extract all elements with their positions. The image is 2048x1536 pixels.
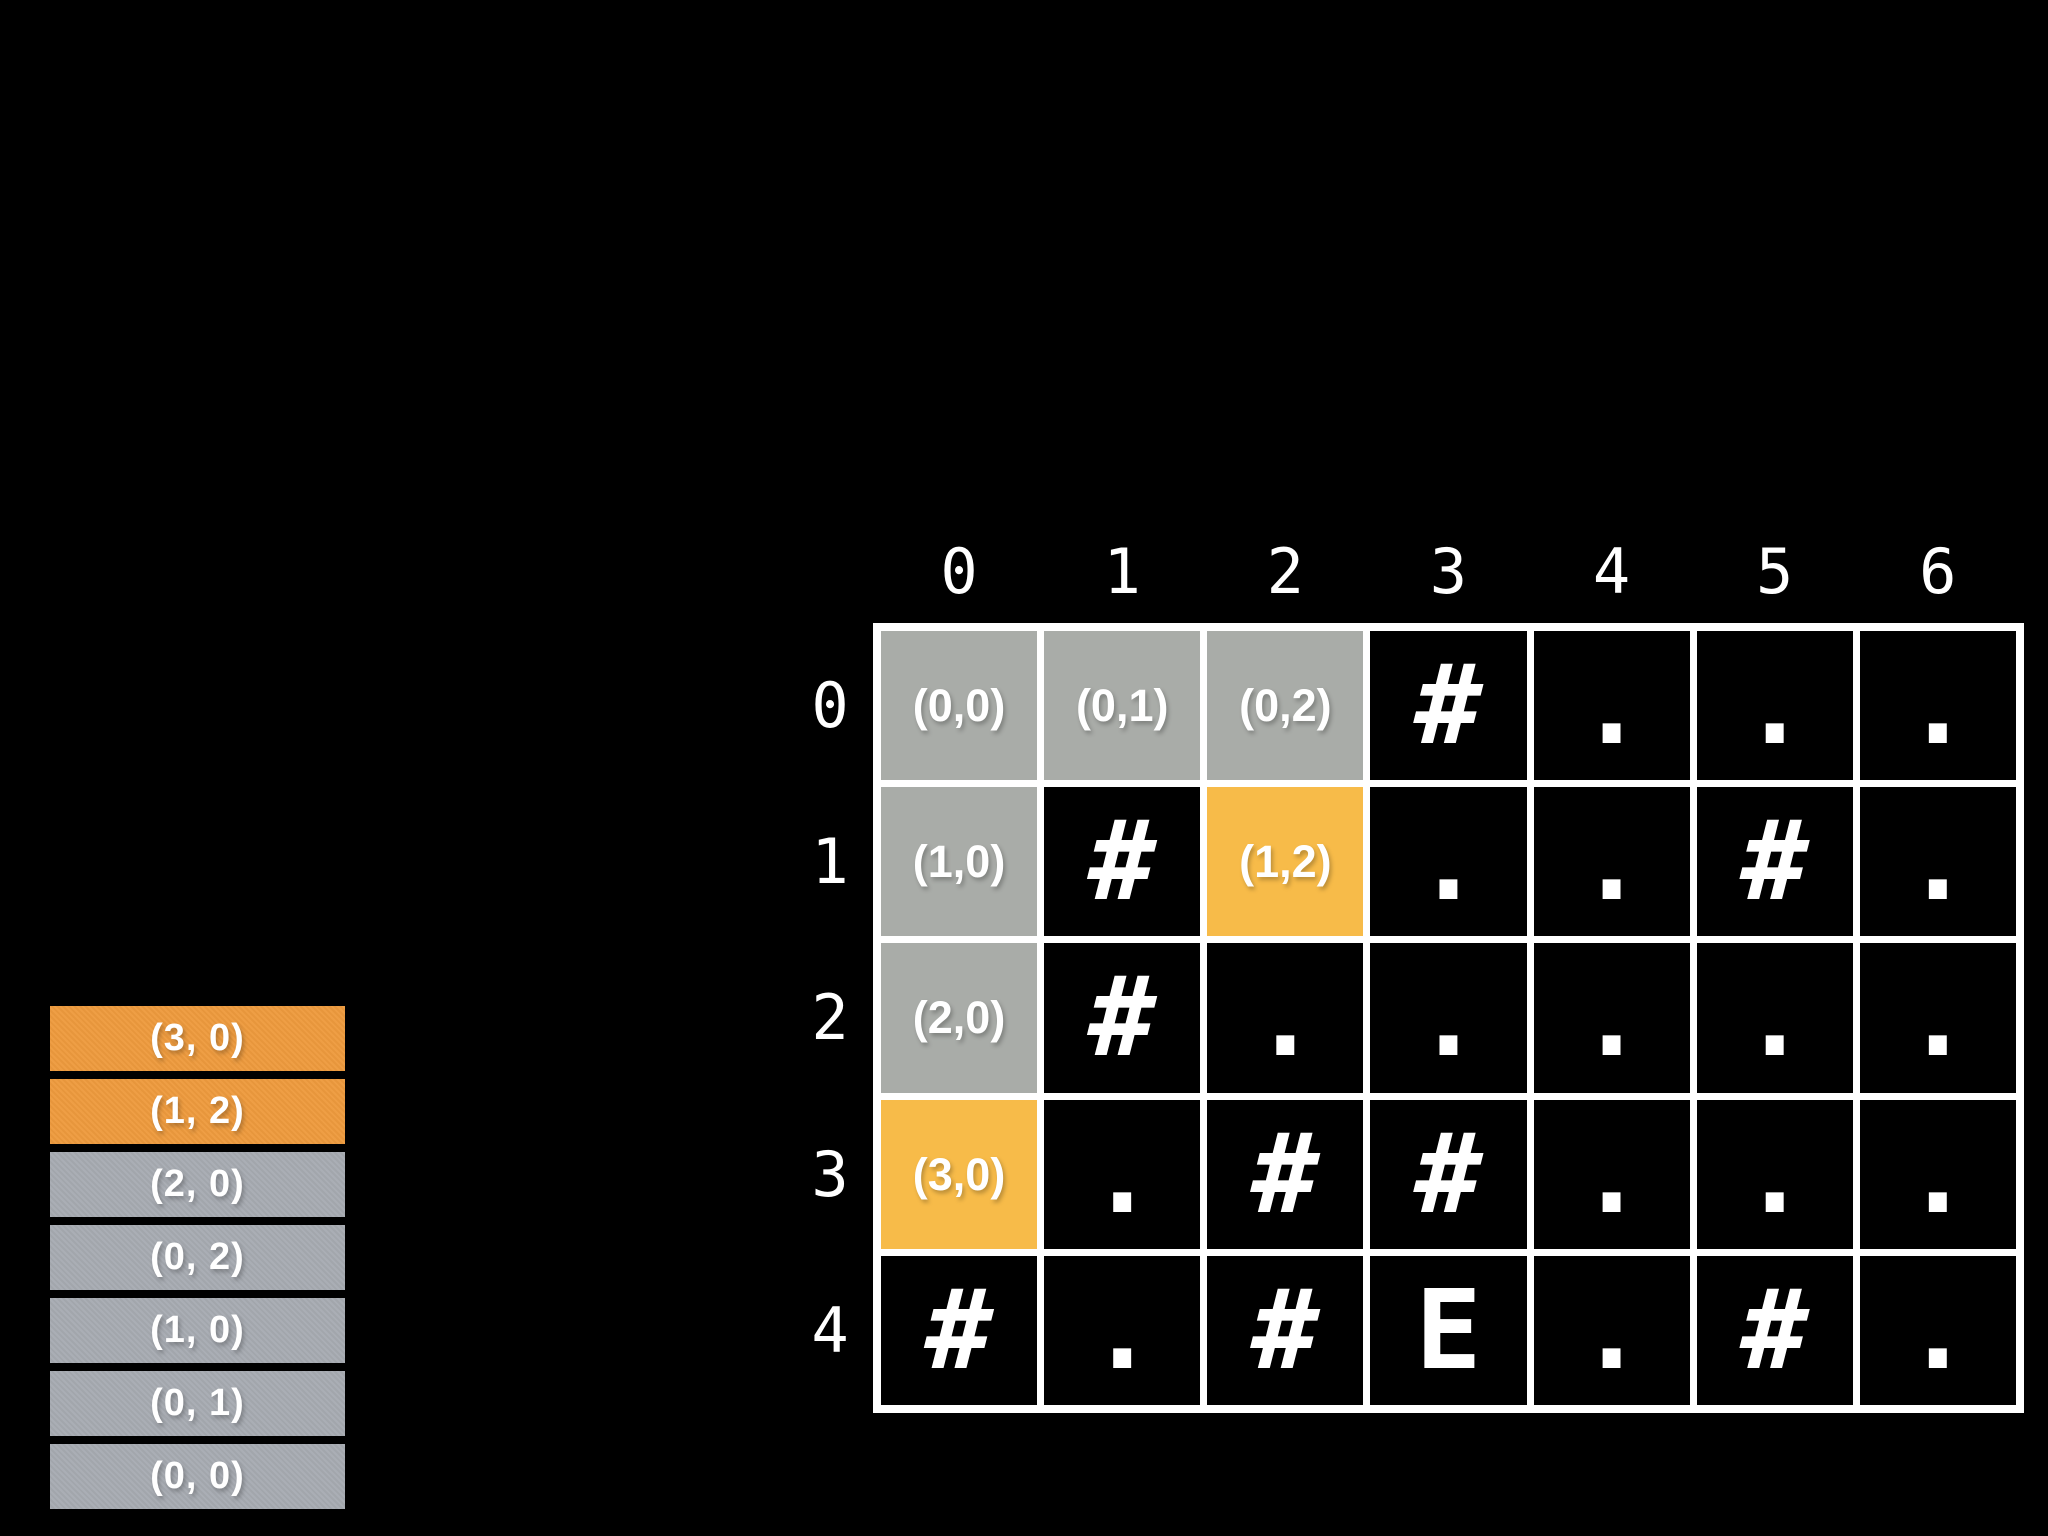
stack-item-label: (3, 0) [150, 1017, 245, 1059]
grid-cell-r4c2-wall: # [1207, 1255, 1364, 1405]
cell-text: # [1741, 1265, 1808, 1394]
row-header-3: 3 [811, 1137, 849, 1211]
grid-cell-r3c6-floor: . [1859, 1099, 2016, 1249]
grid-cell-r1c2-frontier: (1,2) [1207, 787, 1364, 937]
grid-cell-r0c4-floor: . [1533, 631, 1690, 781]
cell-text: . [1089, 1109, 1156, 1238]
col-header-3: 3 [1429, 535, 1468, 608]
stack-item-4: (1, 0) [50, 1298, 345, 1363]
stack-item-label: (0, 2) [150, 1236, 245, 1278]
cell-text: # [1741, 797, 1808, 926]
row-header-2: 2 [811, 981, 849, 1055]
stack-item-label: (0, 0) [150, 1455, 245, 1497]
grid-cell-r2c3-floor: . [1370, 943, 1527, 1093]
grid-cell-r2c5-floor: . [1696, 943, 1853, 1093]
maze-grid: (0,0) (0,1) (0,2) #... (1,0) # (1,2).. #. (2,0) #… [873, 623, 2024, 1413]
stack-item-2: (2, 0) [50, 1152, 345, 1217]
cell-text: (0,1) [1075, 680, 1169, 731]
cell-text: . [1741, 953, 1808, 1082]
cell-text: # [1415, 641, 1482, 769]
row-header-4: 4 [811, 1293, 849, 1367]
cell-text: . [1252, 953, 1319, 1082]
stack-item-label: (2, 0) [150, 1163, 245, 1205]
grid-cell-r4c4-floor: . [1533, 1255, 1690, 1405]
col-header-1: 1 [1103, 535, 1141, 608]
cell-text: (1,2) [1239, 836, 1332, 888]
grid-cell-r1c6-floor: . [1859, 787, 2016, 937]
grid-cell-r3c4-floor: . [1533, 1099, 1690, 1249]
cell-text: (0,2) [1239, 680, 1332, 731]
grid-cell-r2c2-floor: . [1207, 943, 1364, 1093]
cell-text: . [1578, 953, 1645, 1082]
row-header-0: 0 [811, 669, 849, 742]
grid-cell-r2c6-floor: . [1859, 943, 2016, 1093]
grid-cell-r0c3-wall: # [1370, 631, 1527, 781]
grid-cell-r2c4-floor: . [1533, 943, 1690, 1093]
grid-cell-r3c3-wall: # [1370, 1099, 1527, 1249]
cell-text: # [1415, 1109, 1482, 1238]
dfs-stack: (3, 0) (1, 2) (2, 0) (0, 2) (1, 0) (0, 1) (0, … [50, 1006, 345, 1509]
stack-item-0: (3, 0) [50, 1006, 345, 1071]
grid-cell-r0c1-visited: (0,1) [1044, 631, 1201, 781]
col-header-0: 0 [940, 535, 978, 608]
grid-cell-r2c1-wall: # [1044, 943, 1201, 1093]
stack-item-label: (1, 2) [150, 1090, 245, 1132]
cell-text: . [1904, 1109, 1972, 1238]
cell-text: (0,0) [912, 680, 1006, 731]
cell-text: . [1741, 641, 1808, 769]
grid-cell-r1c5-wall: # [1696, 787, 1853, 937]
cell-text: . [1578, 641, 1645, 769]
cell-text: # [1089, 953, 1156, 1082]
grid-cell-r3c5-floor: . [1696, 1099, 1853, 1249]
cell-text: . [1904, 641, 1972, 769]
cell-text: . [1741, 1109, 1808, 1238]
grid-cell-r4c0-wall: # [881, 1255, 1038, 1405]
grid-cell-r2c0-visited: (2,0) [881, 943, 1038, 1093]
cell-text: # [1252, 1109, 1319, 1238]
cell-text: . [1904, 797, 1972, 926]
grid-cell-r0c5-floor: . [1696, 631, 1853, 781]
grid-cell-r3c2-wall: # [1207, 1099, 1364, 1249]
grid-cell-r3c1-floor: . [1044, 1099, 1201, 1249]
cell-text: . [1578, 1109, 1645, 1238]
grid-cell-r1c4-floor: . [1533, 787, 1690, 937]
col-header-5: 5 [1756, 535, 1794, 608]
cell-text: (2,0) [912, 992, 1006, 1044]
cell-text: . [1415, 953, 1482, 1082]
col-header-6: 6 [1919, 535, 1957, 608]
cell-text: # [1089, 797, 1156, 926]
grid-cell-r4c3-exit: E [1370, 1255, 1527, 1405]
stack-item-1: (1, 2) [50, 1079, 345, 1144]
grid-cell-r1c0-visited: (1,0) [881, 787, 1038, 937]
stack-item-3: (0, 2) [50, 1225, 345, 1290]
row-header-1: 1 [811, 825, 849, 899]
grid-cell-r1c3-floor: . [1370, 787, 1527, 937]
cell-text: . [1904, 1265, 1972, 1394]
stack-item-6: (0, 0) [50, 1444, 345, 1509]
cell-text: . [1904, 953, 1972, 1082]
grid-cell-r3c0-frontier: (3,0) [881, 1099, 1038, 1249]
cell-text: # [925, 1265, 993, 1394]
stack-item-label: (0, 1) [150, 1382, 245, 1424]
grid-cell-r1c1-wall: # [1044, 787, 1201, 937]
grid-cell-r4c1-floor: . [1044, 1255, 1201, 1405]
cell-text: (3,0) [912, 1148, 1006, 1200]
cell-text: . [1089, 1265, 1156, 1394]
stack-item-label: (1, 0) [150, 1309, 245, 1351]
grid-cell-r0c0-visited: (0,0) [881, 631, 1038, 781]
cell-text: . [1578, 1265, 1645, 1394]
col-header-4: 4 [1592, 535, 1631, 608]
cell-text: (1,0) [912, 836, 1006, 888]
cell-text: . [1415, 797, 1482, 926]
cell-text: . [1578, 797, 1645, 926]
cell-text: E [1415, 1265, 1482, 1394]
stack-item-5: (0, 1) [50, 1371, 345, 1436]
cell-text: # [1252, 1265, 1319, 1394]
grid-cell-r4c6-floor: . [1859, 1255, 2016, 1405]
grid-cell-r0c6-floor: . [1859, 631, 2016, 781]
col-header-2: 2 [1266, 535, 1304, 608]
grid-cell-r4c5-wall: # [1696, 1255, 1853, 1405]
grid-cell-r0c2-visited: (0,2) [1207, 631, 1364, 781]
